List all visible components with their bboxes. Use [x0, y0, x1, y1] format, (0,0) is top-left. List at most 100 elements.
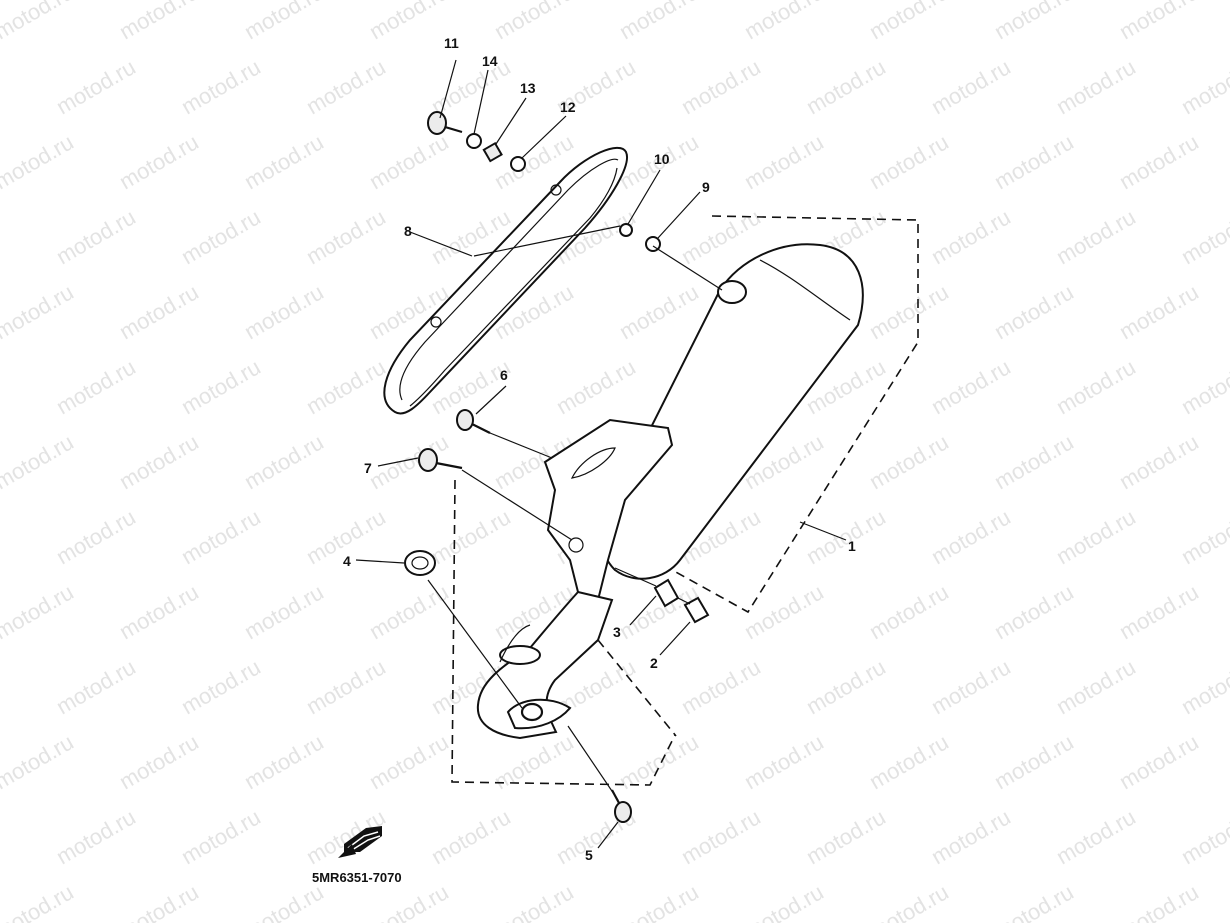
watermark-text: motod.ru [365, 429, 453, 494]
leader-14 [473, 69, 489, 135]
flange-to-bolt5-line [567, 725, 619, 801]
watermark-text: motod.ru [740, 129, 828, 194]
watermark-text: motod.ru [490, 0, 578, 44]
watermark-text: motod.ru [240, 879, 328, 923]
leader-5 [597, 821, 619, 849]
watermark-text: motod.ru [115, 429, 203, 494]
washer-to-muffler-line [652, 245, 723, 291]
watermark-text: motod.ru [52, 54, 140, 119]
watermark-text: motod.ru [615, 0, 703, 44]
callout-4: 4 [343, 553, 351, 569]
watermark-text: motod.ru [490, 729, 578, 794]
shield-to-washer-line [473, 225, 621, 257]
washer-10 [619, 223, 633, 237]
flange-port [520, 702, 544, 722]
bracket-slot [570, 447, 616, 479]
watermark-text: motod.ru [52, 204, 140, 269]
gasket-inner [411, 556, 429, 570]
watermark-text: motod.ru [302, 204, 390, 269]
callout-7: 7 [364, 460, 372, 476]
header-assembly-outline-right [597, 639, 677, 737]
muffler-mount-boss [717, 280, 747, 304]
watermark-text: motod.ru [1052, 654, 1140, 719]
watermark-text: motod.ru [740, 579, 828, 644]
collar-12 [510, 156, 526, 172]
leader-4 [355, 559, 405, 564]
watermark-text: motod.ru [677, 654, 765, 719]
watermark-text: motod.ru [990, 429, 1078, 494]
callout-5: 5 [585, 847, 593, 863]
watermark-text: motod.ru [0, 429, 78, 494]
watermark-text: motod.ru [927, 54, 1015, 119]
callout-14: 14 [482, 53, 498, 69]
watermark-text: motod.ru [802, 54, 890, 119]
watermark-text: motod.ru [1115, 279, 1203, 344]
watermark-text: motod.ru [927, 204, 1015, 269]
heat-shield-inner-rib-2 [409, 167, 618, 407]
callout-9: 9 [702, 179, 710, 195]
watermark-text: motod.ru [927, 504, 1015, 569]
watermark-text: motod.ru [52, 654, 140, 719]
watermark-text: motod.ru [990, 129, 1078, 194]
watermark-text: motod.ru [240, 279, 328, 344]
watermark-text: motod.ru [927, 354, 1015, 419]
heat-shield-upper-hole [550, 184, 562, 196]
watermark-text: motod.ru [865, 579, 953, 644]
gasket-to-flange-line [427, 579, 523, 709]
watermark-text: motod.ru [177, 654, 265, 719]
washer-9 [645, 236, 661, 252]
watermark-text: motod.ru [740, 729, 828, 794]
leader-lines [355, 59, 847, 849]
watermark-text: motod.ru [365, 0, 453, 44]
watermark-text: motod.ru [52, 504, 140, 569]
watermark-text: motod.ru [615, 879, 703, 923]
watermark-text: motod.ru [115, 0, 203, 44]
collar-to-damper-line [677, 597, 691, 605]
leader-1 [799, 521, 847, 541]
heat-shield [383, 146, 628, 415]
callout-12: 12 [560, 99, 576, 115]
gasket [404, 550, 436, 576]
callout-11: 11 [444, 35, 459, 51]
watermark-text: motod.ru [365, 729, 453, 794]
bolt-11 [427, 111, 463, 135]
watermark-text: motod.ru [0, 279, 78, 344]
leader-13 [495, 97, 527, 145]
callout-10: 10 [654, 151, 670, 167]
heat-shield-lower-hole [430, 316, 442, 328]
watermark-text: motod.ru [365, 129, 453, 194]
watermark-text: motod.ru [677, 804, 765, 869]
watermark-text: motod.ru [0, 579, 78, 644]
hardware-parts [404, 111, 710, 823]
watermark-text: motod.ru [740, 0, 828, 44]
watermark-text: motod.ru [427, 504, 515, 569]
leader-6 [475, 385, 507, 415]
watermark-text: motod.ru [615, 279, 703, 344]
watermark-text: motod.ru [865, 279, 953, 344]
muffler-to-collar-line [614, 567, 657, 587]
watermark-text: motod.ru [115, 879, 203, 923]
watermark-text: motod.ru [365, 879, 453, 923]
watermark-text: motod.ru [990, 0, 1078, 44]
watermark-text: motod.ru [1115, 729, 1203, 794]
watermark-text: motod.ru [990, 729, 1078, 794]
watermark-text: motod.ru [1177, 504, 1230, 569]
watermark-text: motod.ru [865, 729, 953, 794]
watermark-text: motod.ru [1177, 654, 1230, 719]
bolt7-to-bracket-line [461, 469, 573, 541]
watermark-text: motod.ru [240, 729, 328, 794]
watermark-text: motod.ru [1177, 354, 1230, 419]
watermark-text: motod.ru [1115, 579, 1203, 644]
leader-7 [377, 457, 419, 467]
watermark-text: motod.ru [240, 429, 328, 494]
callouts: 1 2 3 4 5 6 7 8 9 10 11 12 13 14 [343, 35, 856, 863]
watermark-text: motod.ru [990, 279, 1078, 344]
callout-3: 3 [613, 624, 621, 640]
watermark-text: motod.ru [177, 804, 265, 869]
washer-14 [466, 133, 482, 149]
watermark-text: motod.ru [927, 804, 1015, 869]
damper [683, 596, 710, 624]
part-code-label: 5MR6351-7070 [312, 870, 402, 885]
watermark-text: motod.ru [1052, 204, 1140, 269]
